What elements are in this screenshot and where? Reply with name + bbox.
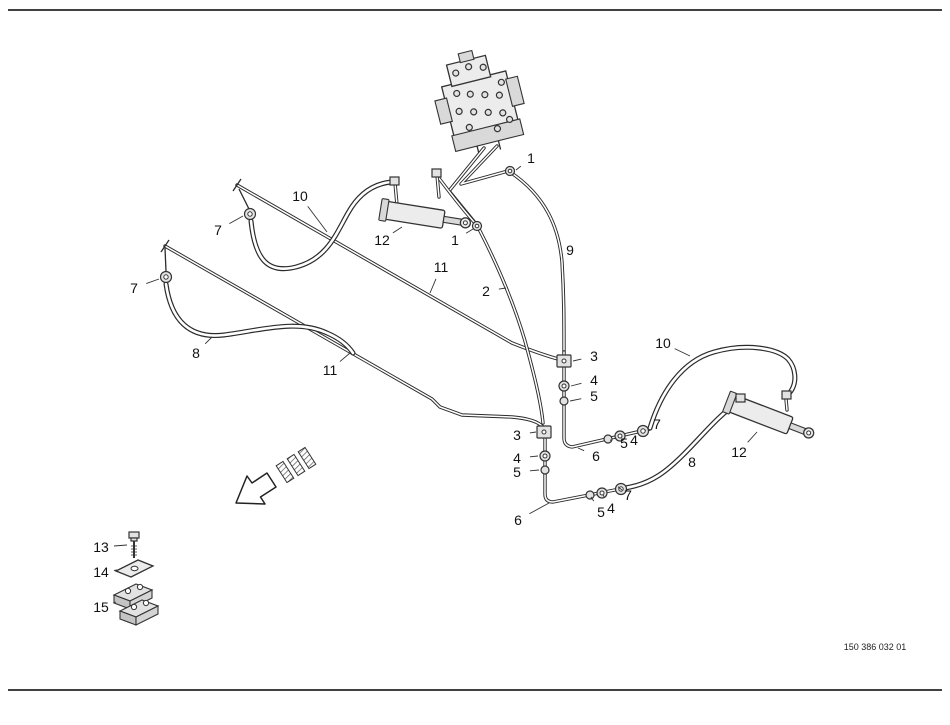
part-number-label: 3 [513,427,521,443]
part-number-label: 5 [597,504,605,520]
part-number-label: 2 [482,283,490,299]
part-number-label: 9 [566,242,574,258]
part-number-label: 15 [93,599,109,615]
callout-leader-line [577,447,585,452]
callout-leader-line [529,455,539,458]
cylinder-right [722,390,815,439]
part-number-label: 4 [630,432,638,448]
elbow-fitting [735,393,746,403]
callout-leader-line [674,348,691,357]
callout-leader-line [307,206,328,233]
part-number-label: 10 [655,335,671,351]
part-number-label: 7 [130,280,138,296]
part-number-label: 1 [527,150,535,166]
callout-leader-line [529,502,550,515]
part-number-label: 5 [513,464,521,480]
pipe-end-tick [160,239,170,253]
nut-fitting-5 [585,490,595,500]
callout-leader-line [569,398,582,402]
callout-leader-line [602,494,605,498]
part-number-label: 8 [688,454,696,470]
callout-leader-line [113,544,128,547]
callout-leader-line [529,431,537,434]
hydraulic-pipes [160,144,789,504]
part-number-label: 12 [731,444,747,460]
callout-leader-line [204,336,213,345]
callout-leader-line [590,496,595,502]
part-number-label: 4 [607,500,615,516]
elbow-fitting [431,168,442,178]
line-9 [508,170,566,354]
mounting-parts [112,531,160,626]
line-2 [477,227,545,425]
clamp-part-15 [112,583,160,626]
part-number-label: 4 [590,372,598,388]
part-number-label: 11 [323,362,338,378]
pipe-to-fitting-link [164,247,167,272]
nut-fitting-5 [540,465,550,475]
drawing-number: 150 386 032 01 [844,642,907,652]
part-number-label: 6 [592,448,600,464]
cylinder-left [378,198,472,229]
nut-fitting-5 [559,396,569,406]
callout-leader-line [146,278,160,285]
callout-leader-line [229,215,244,225]
hose-8-left [166,284,353,353]
callout-leader-line [465,228,474,234]
valve-ports [452,63,514,133]
callout-leader-line [617,486,623,491]
part-number-label: 1 [451,232,459,248]
part-number-label: 7 [653,416,661,432]
part-number-label: 6 [514,512,522,528]
direction-arrow-icon [235,446,317,505]
elbow-fitting [389,176,400,186]
pipe-end-tick [232,178,242,192]
callout-leader-line [572,358,582,362]
callout-leader-line [392,226,403,234]
callout-leader-line [498,287,507,290]
part-number-label: 12 [374,232,390,248]
callout-leader-line [570,382,582,387]
fittings [159,165,650,500]
part-number-label: 14 [93,564,109,580]
elbow-fitting [781,390,792,400]
part-number-label: 4 [513,450,521,466]
part-number-label: 13 [93,539,109,555]
part-number-label: 7 [624,487,632,503]
part-number-label: 7 [214,222,222,238]
sheet-border [8,9,942,691]
bolt-part-13 [128,531,140,558]
part-number-label: 3 [590,348,598,364]
callout-leader-line [529,469,540,472]
part-number-label: 10 [292,188,308,204]
callout-leader-line [339,352,351,362]
part-number-label: 11 [434,259,449,275]
part-number-label: 8 [192,345,200,361]
callout-leader-line [747,431,758,443]
pipe-to-fitting-link [238,188,250,210]
callout-leader-line [429,278,437,294]
callout-leader-line [515,165,522,171]
plate-part-14 [114,559,155,578]
nut-fitting-5 [603,434,613,444]
callout-leader-line [113,601,117,604]
hose-10-left [251,182,391,269]
callout-leader-line [559,257,562,259]
valve-block [434,49,525,155]
part-number-label: 5 [620,435,628,451]
part-number-label: 5 [590,388,598,404]
